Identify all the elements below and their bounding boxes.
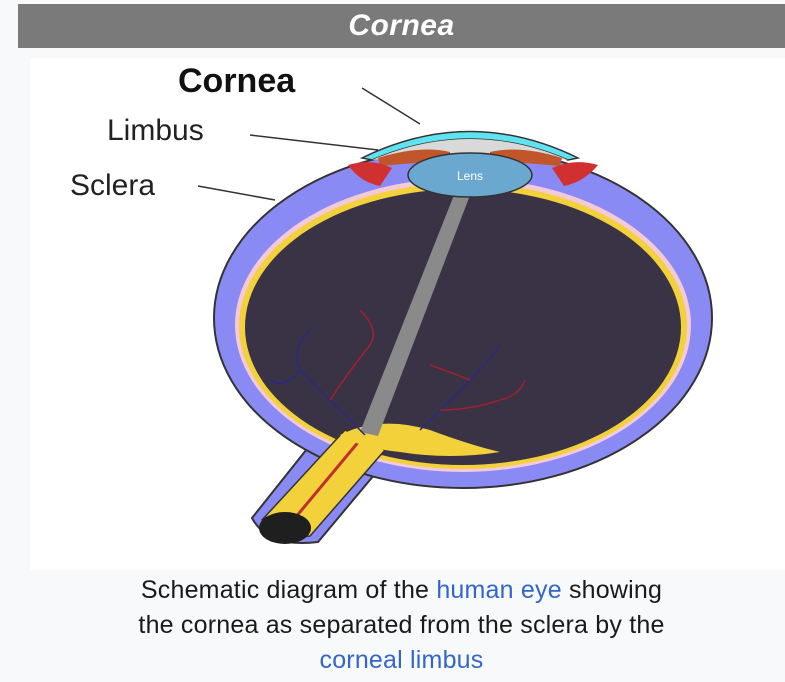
sclera-leader-line [198,186,275,200]
lens-label: Lens [457,169,483,183]
limbus-label: Limbus [107,114,204,147]
cornea-leader-line [362,88,420,124]
caption-text: showing [562,576,662,604]
figure-caption: Schematic diagram of the human eye showi… [18,573,785,678]
corneal-limbus-link[interactable]: corneal limbus [320,646,484,674]
human-eye-link[interactable]: human eye [436,576,562,604]
caption-line-1: Schematic diagram of the human eye showi… [18,573,785,608]
caption-line-3: corneal limbus [18,643,785,678]
eye-diagram-figure[interactable]: Lens Cornea Limbus Sclera [30,58,785,570]
vitreous-body [245,189,681,465]
infobox-header: Cornea [18,4,785,48]
caption-text: Schematic diagram of the [141,576,436,604]
sclera-label: Sclera [70,169,155,202]
infobox-title: Cornea [348,9,454,43]
eye-diagram: Lens Cornea Limbus Sclera [30,58,785,570]
optic-nerve-end [259,512,311,544]
caption-line-2: the cornea as separated from the sclera … [18,608,785,643]
cornea-label: Cornea [178,62,296,100]
limbus-leader-line [250,135,378,150]
